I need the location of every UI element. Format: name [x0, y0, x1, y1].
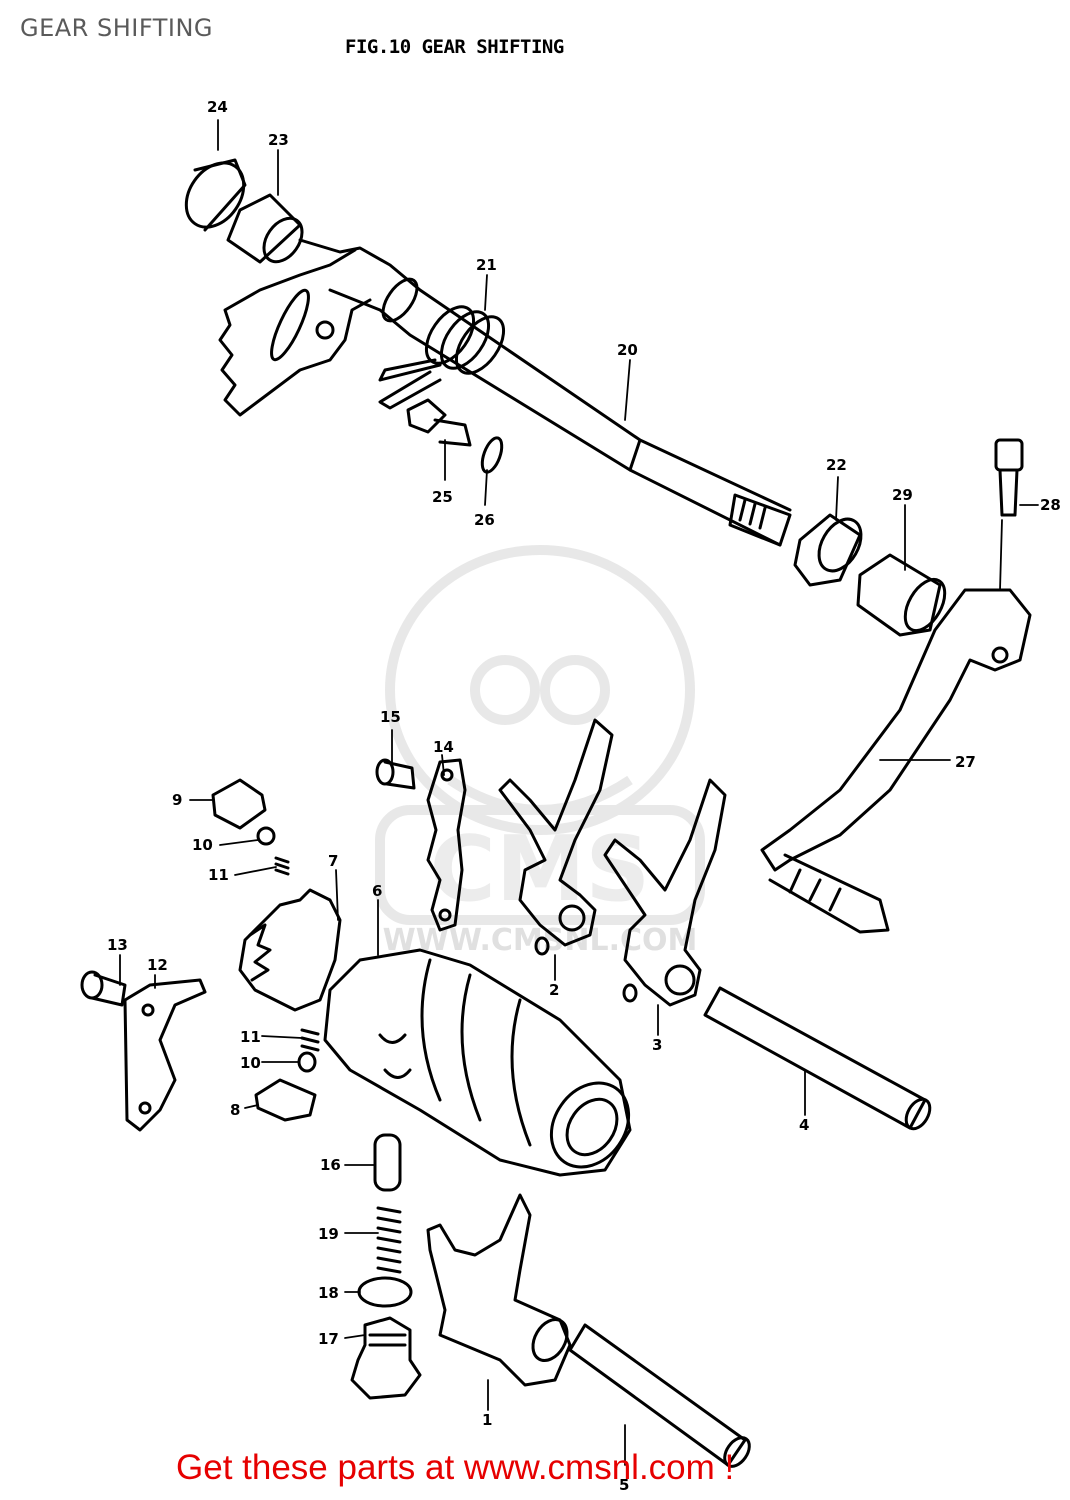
- callout-20: 20: [617, 341, 638, 359]
- page-title: GEAR SHIFTING: [20, 14, 214, 42]
- callout-1: 1: [482, 1411, 492, 1429]
- part-25-bolt: [406, 398, 472, 447]
- footer-cta-text[interactable]: Get these parts at www.cmsnl.com !: [176, 1448, 735, 1487]
- callout-3: 3: [652, 1036, 662, 1054]
- callout-2: 2: [549, 981, 559, 999]
- part-11a-spring: [274, 856, 290, 876]
- part-gearshift-sector: [218, 248, 372, 417]
- callout-11b: 11: [240, 1028, 261, 1046]
- part-12-cam-stopper: [123, 978, 207, 1132]
- callout-24: 24: [207, 98, 228, 116]
- part-10b-pin: [297, 1051, 317, 1073]
- callout-9: 9: [172, 791, 182, 809]
- part-29-bushing: [856, 553, 947, 637]
- callout-4: 4: [799, 1116, 809, 1134]
- part-3-shift-fork: [603, 778, 727, 1007]
- part-7-cam-stopper-plate: [238, 888, 342, 1012]
- part-15-screw: [375, 758, 416, 790]
- part-6-gearshift-cam: [323, 948, 632, 1177]
- part-20-gearshift-shaft: [298, 238, 792, 547]
- callout-25: 25: [432, 488, 453, 506]
- callout-6: 6: [372, 882, 382, 900]
- callout-27: 27: [955, 753, 976, 771]
- part-10a-pin: [256, 826, 276, 846]
- part-5-fork-shaft: [568, 1323, 751, 1468]
- part-17-plug: [350, 1316, 422, 1400]
- part-18-gasket: [357, 1276, 413, 1308]
- part-21-spring: [378, 305, 506, 410]
- part-27-gearshift-lever: [760, 588, 1032, 934]
- callout-28: 28: [1040, 496, 1061, 514]
- part-23-bushing: [226, 193, 304, 264]
- callout-16: 16: [320, 1156, 341, 1174]
- part-13-bolt: [80, 970, 127, 1007]
- part-2-shift-fork: [498, 718, 614, 956]
- part-24-cap: [184, 158, 247, 232]
- callout-13: 13: [107, 936, 128, 954]
- part-14-stopper-plate: [426, 758, 467, 932]
- part-26-washer: [480, 436, 504, 474]
- part-1-shift-fork: [426, 1193, 572, 1387]
- part-22-collar: [793, 513, 863, 587]
- callout-18: 18: [318, 1284, 339, 1302]
- callout-7: 7: [328, 852, 338, 870]
- part-8-cam-guide: [254, 1078, 317, 1122]
- callout-10a: 10: [192, 836, 213, 854]
- figure-title: FIG.10 GEAR SHIFTING: [345, 36, 564, 58]
- callout-14: 14: [433, 738, 454, 756]
- callout-5: 5: [619, 1476, 629, 1494]
- callout-29: 29: [892, 486, 913, 504]
- callout-21: 21: [476, 256, 497, 274]
- callout-12: 12: [147, 956, 168, 974]
- callout-8: 8: [230, 1101, 240, 1119]
- part-16-neutral-pin: [373, 1133, 402, 1192]
- part-28-bolt: [994, 438, 1024, 517]
- callout-11a: 11: [208, 866, 229, 884]
- callout-26: 26: [474, 511, 495, 529]
- callout-19: 19: [318, 1225, 339, 1243]
- part-4-fork-shaft: [703, 986, 932, 1131]
- callout-numbers: 24 23 21 20 22 29 28 25 26 27 15 14 9 10…: [107, 98, 1061, 1494]
- callout-17: 17: [318, 1330, 339, 1348]
- part-9-neutral-stopper: [211, 778, 267, 830]
- part-19-spring: [376, 1206, 402, 1274]
- callout-23: 23: [268, 131, 289, 149]
- callout-10b: 10: [240, 1054, 261, 1072]
- callout-22: 22: [826, 456, 847, 474]
- callout-15: 15: [380, 708, 401, 726]
- leader-lines: [119, 119, 1039, 1466]
- part-11b-spring: [300, 1028, 320, 1052]
